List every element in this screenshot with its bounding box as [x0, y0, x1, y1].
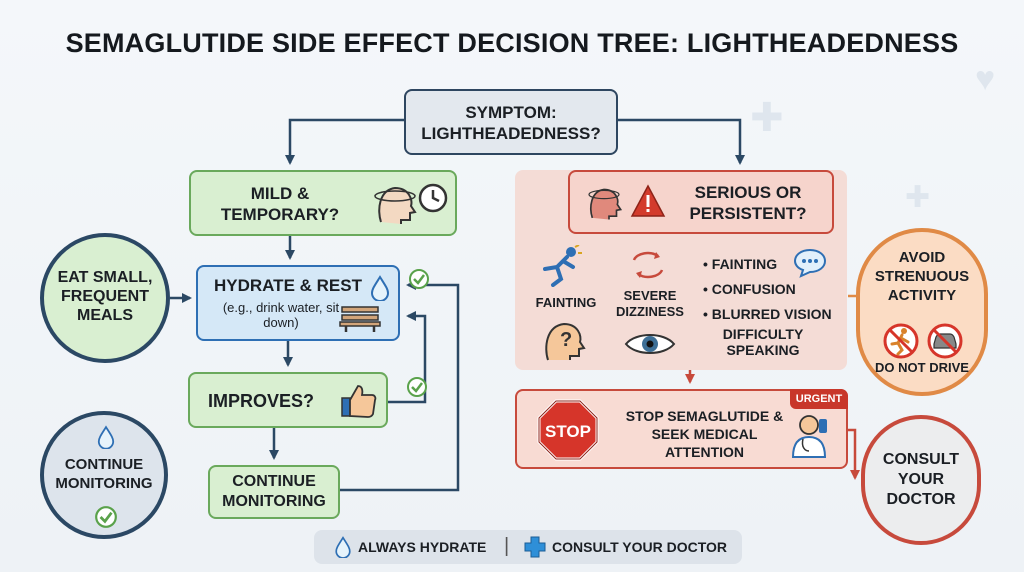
- hydrate-rest-box: HYDRATE & REST (e.g., drink water, sit d…: [196, 265, 400, 341]
- background-heart-icon: ♥: [975, 60, 996, 98]
- checkmark-icon: [95, 506, 117, 528]
- always-hydrate-label: ALWAYS HYDRATE: [358, 539, 487, 555]
- continue-monitoring-box: CONTINUE MONITORING: [208, 465, 340, 519]
- improves-label: IMPROVES?: [208, 391, 315, 411]
- stop-sign-icon: STOP: [537, 399, 599, 461]
- difficulty-speaking-label: DIFFICULTY SPEAKING: [722, 326, 804, 358]
- background-cross-icon: ✚: [905, 181, 931, 214]
- improves-box: IMPROVES?: [188, 372, 388, 428]
- checkmark-icon: [409, 269, 429, 289]
- symptom-box: SYMPTOM: LIGHTHEADEDNESS?: [404, 89, 618, 155]
- hydrate-rest-example: (e.g., drink water, sit down): [222, 300, 340, 330]
- severe-dizziness-label: SEVERE DIZZINESS: [616, 288, 684, 319]
- svg-text:?: ?: [560, 329, 572, 351]
- falling-person-icon: [543, 245, 582, 287]
- continue-monitoring-circle: CONTINUE MONITORING: [40, 411, 168, 539]
- checkmark-icon: [407, 377, 427, 397]
- footer-divider: |: [504, 535, 510, 557]
- do-not-drive-label: DO NOT DRIVE: [875, 360, 969, 375]
- avoid-activity-circle: AVOID STRENUOUS ACTIVITY DO NOT DRIVE: [856, 228, 988, 396]
- head-dizzy-icon: [374, 186, 417, 224]
- water-drop-icon: [335, 536, 351, 558]
- avoid-activity-label: AVOID STRENUOUS ACTIVITY: [874, 249, 970, 304]
- symptom-bullet-list: FAINTING CONFUSION BLURRED VISION: [703, 252, 832, 327]
- mild-temporary-box: MILD & TEMPORARY?: [189, 170, 457, 236]
- serious-persistent-label: SERIOUS OR PERSISTENT?: [689, 183, 807, 223]
- head-dizzy-icon: [588, 188, 623, 220]
- mild-temporary-label: MILD & TEMPORARY?: [220, 184, 340, 224]
- consult-doctor-circle: CONSULT YOUR DOCTOR: [861, 415, 981, 545]
- background-cross-icon: ✚: [750, 96, 784, 140]
- no-car-icon: [927, 323, 963, 359]
- hydrate-rest-label: HYDRATE & REST: [214, 276, 362, 295]
- thumbs-up-icon: [341, 385, 377, 418]
- urgent-badge: URGENT: [790, 389, 848, 409]
- doctor-icon: [791, 415, 827, 458]
- stop-semaglutide-label: STOP SEMAGLUTIDE & SEEK MEDICAL ATTENTIO…: [625, 408, 784, 460]
- chat-bubble-icon: [793, 248, 827, 278]
- water-drop-icon: [97, 425, 115, 449]
- circular-arrows-icon: [632, 251, 664, 279]
- symptom-bullet: FAINTING: [703, 252, 832, 277]
- no-running-icon: [883, 323, 919, 359]
- symptom-bullet: CONFUSION: [703, 277, 832, 302]
- bench-icon: [339, 306, 381, 332]
- consult-doctor-footer-label: CONSULT YOUR DOCTOR: [552, 539, 728, 555]
- stop-semaglutide-box: STOP STOP SEMAGLUTIDE & SEEK MEDICAL ATT…: [515, 389, 848, 469]
- medical-cross-icon: [524, 536, 546, 558]
- eye-icon: [624, 334, 676, 354]
- stop-sign-text: STOP: [545, 422, 591, 441]
- fainting-label: FAINTING: [535, 295, 597, 310]
- clock-icon: [418, 183, 448, 213]
- continue-monitoring-label: CONTINUE MONITORING: [55, 456, 153, 492]
- question-head-icon: ?: [545, 322, 586, 361]
- water-drop-icon: [370, 275, 390, 301]
- warning-icon: [630, 184, 666, 217]
- symptom-bullet: BLURRED VISION: [703, 302, 832, 327]
- eat-small-meals-circle: EAT SMALL, FREQUENT MEALS: [40, 233, 170, 363]
- page-title: SEMAGLUTIDE SIDE EFFECT DECISION TREE: L…: [65, 28, 959, 58]
- serious-persistent-box: SERIOUS OR PERSISTENT?: [568, 170, 834, 234]
- footer-bar: ALWAYS HYDRATE | CONSULT YOUR DOCTOR: [314, 530, 742, 564]
